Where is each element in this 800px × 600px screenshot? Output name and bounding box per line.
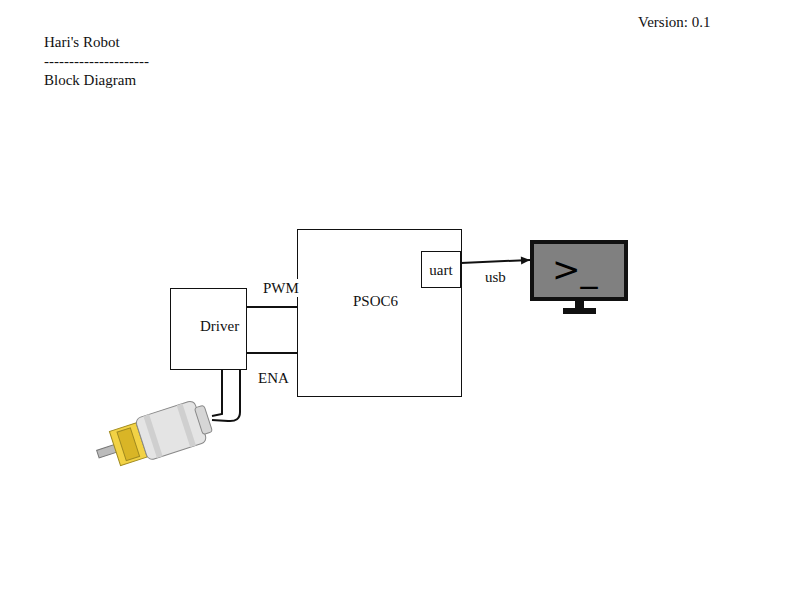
node-text: PSOC6 <box>353 292 398 310</box>
underline-dashes: --------------------- <box>44 52 149 70</box>
signal-label: ENA <box>257 369 290 387</box>
mcu-box: PSOC6 uart <box>297 229 462 397</box>
diagram-title: Hari's Robot <box>44 33 120 51</box>
driver-box: Driver <box>170 288 247 370</box>
usb-connector <box>461 260 530 263</box>
monitor-neck <box>575 300 584 309</box>
monitor-base <box>563 308 596 314</box>
version-label: Version: 0.1 <box>638 13 711 31</box>
uart-box: uart <box>421 251 461 288</box>
node-text: Driver <box>200 317 239 335</box>
motor-wire <box>212 370 240 421</box>
signal-label: PWM <box>262 279 300 297</box>
node-text: uart <box>429 261 452 279</box>
signal-label: usb <box>484 268 507 286</box>
pwm-signal <box>247 306 297 308</box>
ena-signal <box>247 352 297 354</box>
node-text: >_ <box>552 252 598 286</box>
motor-wire <box>212 370 222 416</box>
arrow-head <box>521 256 530 264</box>
terminal-monitor: >_ <box>530 240 628 301</box>
subtitle-label: Block Diagram <box>44 71 136 89</box>
motor-body <box>91 397 215 475</box>
